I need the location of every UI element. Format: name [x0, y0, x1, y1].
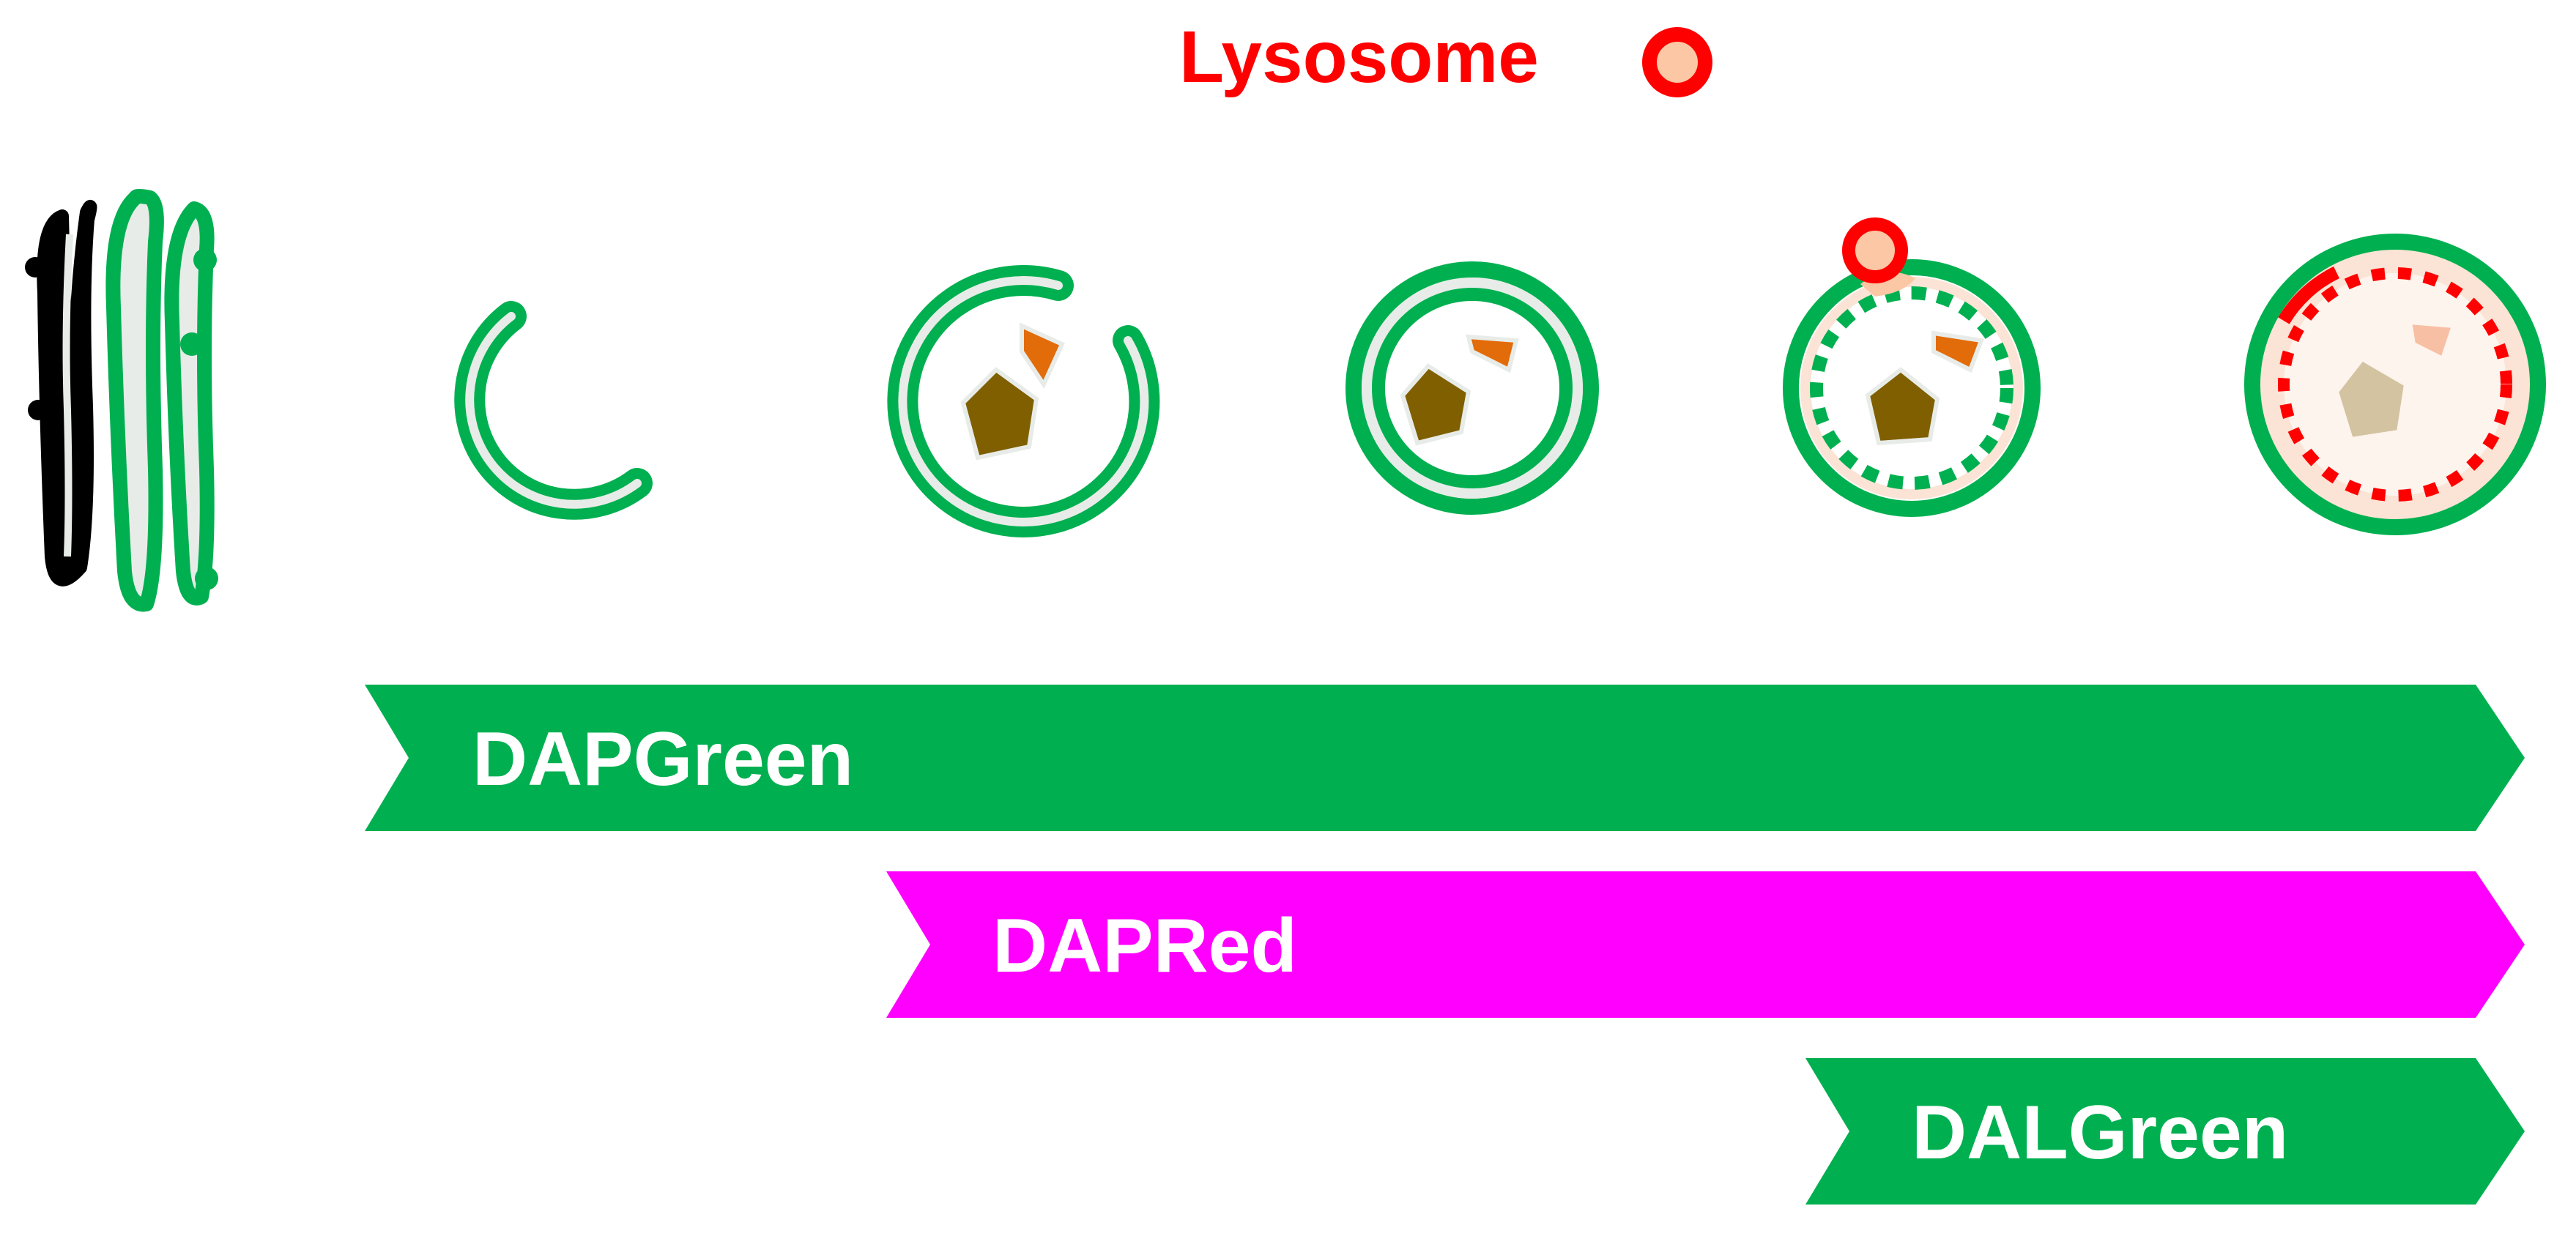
- bar-dapred: DAPRed: [886, 871, 2525, 1018]
- bar-dapred-shape: [886, 871, 2525, 1018]
- expanding-phagophore-icon: [887, 265, 1160, 537]
- bar-dalgreen-shape: [1805, 1058, 2525, 1205]
- degraded-pentagon-icon: [2334, 356, 2409, 442]
- er-membrane-icon: [25, 189, 218, 612]
- cargo-pentagon-icon: [1400, 363, 1471, 446]
- lysosome-icon-ring: [1642, 27, 1712, 97]
- er-green-node: [193, 248, 217, 272]
- legend-label: Lysosome: [1179, 16, 1539, 98]
- bar-dapred-label: DAPRed: [992, 904, 1297, 989]
- cargo-pentagon-icon: [960, 367, 1039, 461]
- er-green-node: [195, 567, 218, 590]
- autophagosome-icon: [1345, 261, 1599, 515]
- bar-dalgreen-label: DALGreen: [1912, 1090, 2288, 1175]
- bar-dapgreen-shape: [365, 685, 2525, 831]
- autolysosome-icon: [2244, 234, 2546, 535]
- er-black-inner-line: [62, 234, 73, 557]
- autolysosome-red-segment: [2278, 266, 2340, 324]
- autophagosome-gap: [1362, 278, 1583, 499]
- er-green-membrane: [105, 189, 164, 612]
- fusing-lysosome-icon: [1842, 217, 1908, 283]
- amphisome-inner-membrane: [1810, 286, 2013, 490]
- er-green-membrane: [164, 201, 215, 606]
- cargo-diamond-icon: [1931, 330, 1985, 373]
- phagophore-lumen: [465, 312, 642, 509]
- cargo-pentagon-icon: [1865, 367, 1940, 446]
- lysosome-icon: [1642, 27, 1712, 97]
- degraded-diamond-icon: [2407, 319, 2457, 362]
- bar-dapgreen: DAPGreen: [365, 685, 2525, 831]
- phagophore-membrane: [454, 301, 653, 520]
- expanding-phagophore-lumen: [898, 276, 1149, 526]
- bar-dalgreen: DALGreen: [1805, 1058, 2525, 1205]
- er-black-node: [25, 257, 45, 278]
- cargo-diamond-icon: [1466, 334, 1519, 373]
- er-black-node: [28, 400, 48, 420]
- cargo-diamond-icon: [1020, 322, 1065, 390]
- er-green-node: [180, 332, 204, 356]
- phagophore-icon: [454, 301, 653, 520]
- bar-dapgreen-label: DAPGreen: [472, 717, 853, 802]
- autophagosome-outer-membrane: [1345, 261, 1599, 515]
- lysosome-fusion-icon: [1783, 217, 2041, 517]
